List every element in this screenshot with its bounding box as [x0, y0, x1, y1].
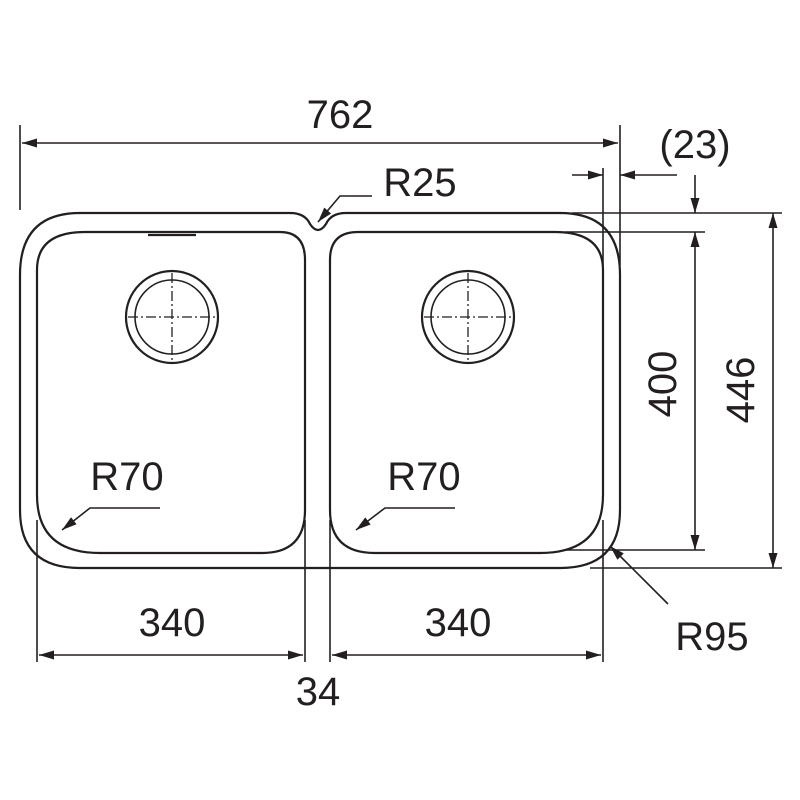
notch-radius-label: R25 [383, 161, 456, 205]
left-bowl-outline [35, 230, 307, 555]
outer-height-label: 446 [719, 357, 763, 424]
right-drain-icon [420, 269, 516, 365]
right-bowl-width-label: 340 [425, 601, 492, 645]
overall-width-label: 762 [307, 93, 374, 137]
right-bowl-radius-label: R70 [387, 455, 460, 499]
right-bowl-outline [328, 230, 605, 555]
inner-height-label: 400 [641, 351, 685, 418]
outer-corner-radius-label: R95 [675, 615, 748, 659]
left-bowl-width-label: 340 [139, 601, 206, 645]
divider-width-label: 34 [296, 670, 341, 714]
offset-label: (23) [659, 123, 730, 167]
left-bowl-radius-label: R70 [90, 455, 163, 499]
left-drain-icon [124, 269, 220, 365]
sink-outer-outline [18, 211, 622, 570]
